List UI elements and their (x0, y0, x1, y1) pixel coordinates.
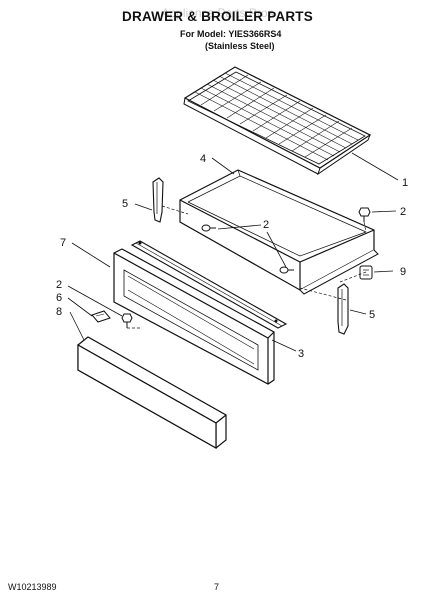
callout-8: 8 (56, 306, 62, 318)
callout-5-left: 5 (122, 198, 128, 210)
callout-6: 6 (56, 292, 62, 304)
callouts: 1 4 5 2 2 9 7 3 5 2 6 8 (56, 153, 408, 360)
trim-strip (130, 240, 288, 329)
page-number: 7 (214, 582, 220, 592)
screw-front (121, 313, 133, 328)
drawer-front-frame (113, 248, 275, 385)
label-plate (91, 310, 111, 323)
assembly-lines (127, 205, 367, 329)
callout-2-right: 2 (400, 206, 406, 218)
callout-3: 3 (298, 348, 304, 360)
model-line: For Model: YIES366RS4 (180, 29, 282, 39)
screw-right (358, 207, 371, 222)
clip (359, 265, 373, 280)
callout-2-drawer: 2 (263, 219, 269, 231)
slide-bracket-left (152, 177, 164, 223)
callout-9: 9 (400, 266, 406, 278)
watermark: Appliance Parts Pros (161, 6, 274, 20)
doc-number: W10213989 (8, 582, 57, 592)
screw-drawer-right (279, 266, 294, 274)
leader-lines (67, 152, 399, 352)
callout-1: 1 (402, 177, 408, 189)
grid-crosshatch (194, 72, 359, 161)
outer-drawer-panel (77, 336, 227, 450)
screw-drawer-left (201, 224, 216, 232)
callout-7: 7 (60, 237, 66, 249)
drawer-body (179, 169, 379, 295)
callout-5-right: 5 (369, 309, 375, 321)
broiler-grid (183, 66, 372, 176)
slide-bracket-right (337, 283, 349, 335)
callout-2-front: 2 (56, 279, 62, 291)
page-title: DRAWER & BROILER PARTS (122, 9, 313, 24)
callout-4: 4 (200, 153, 206, 165)
finish-line: (Stainless Steel) (205, 41, 275, 51)
